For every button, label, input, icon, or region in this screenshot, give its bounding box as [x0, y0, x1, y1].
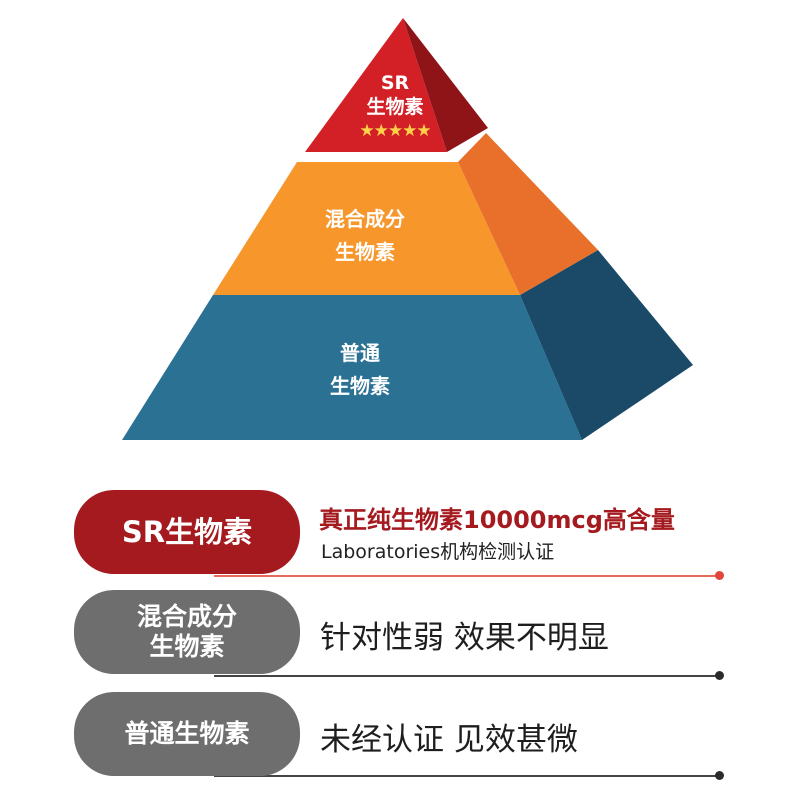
mixed-label-line1: 混合成分	[136, 602, 237, 631]
pyramid-middle-line2: 生物素	[335, 240, 395, 264]
pyramid-top-label: SR 生物素 ★★★★★	[335, 72, 455, 142]
row-divider-dot	[715, 771, 724, 780]
row-divider-dot	[715, 671, 724, 680]
sr-subline: Laboratories机构检测认证	[321, 541, 555, 563]
normal-description: 未经认证 见效甚微	[320, 722, 578, 758]
sr-label-pill: SR生物素	[74, 490, 300, 574]
row-divider	[214, 575, 719, 577]
comparison-row-sr: SR生物素 真正纯生物素10000mcg高含量 Laboratories机构检测…	[74, 490, 734, 582]
row-divider	[214, 775, 719, 777]
pyramid-bottom-side	[520, 250, 693, 440]
mixed-label-line2: 生物素	[149, 632, 225, 661]
pyramid-bottom-line1: 普通	[340, 341, 380, 365]
pyramid-graphic	[122, 18, 693, 440]
row-divider-dot	[715, 571, 724, 580]
sr-label: SR生物素	[121, 514, 253, 549]
pyramid-top-title: SR	[380, 72, 410, 94]
mixed-label-pill: 混合成分 生物素	[74, 590, 300, 674]
row-divider	[214, 675, 719, 677]
pyramid-bottom-label: 普通 生物素	[295, 337, 425, 403]
pyramid-top-subtitle: 生物素	[366, 95, 424, 118]
pyramid-middle-front	[213, 162, 520, 295]
pyramid-top-stars: ★★★★★	[359, 120, 431, 141]
normal-label-pill: 普通生物素	[74, 692, 300, 776]
mixed-description: 针对性弱 效果不明显	[320, 620, 609, 656]
comparison-row-mixed: 混合成分 生物素 针对性弱 效果不明显	[74, 590, 734, 682]
normal-label: 普通生物素	[124, 719, 250, 748]
pyramid-top-side	[403, 18, 488, 152]
pyramid-middle-line1: 混合成分	[325, 207, 405, 231]
pyramid-bottom-line2: 生物素	[330, 374, 390, 398]
pyramid-middle-label: 混合成分 生物素	[300, 203, 430, 269]
pyramid-top-front	[305, 18, 447, 152]
sr-headline: 真正纯生物素10000mcg高含量	[319, 506, 675, 534]
pyramid-bottom-front	[122, 295, 582, 440]
comparison-row-normal: 普通生物素 未经认证 见效甚微	[74, 692, 734, 784]
pyramid-middle-side	[458, 133, 598, 295]
